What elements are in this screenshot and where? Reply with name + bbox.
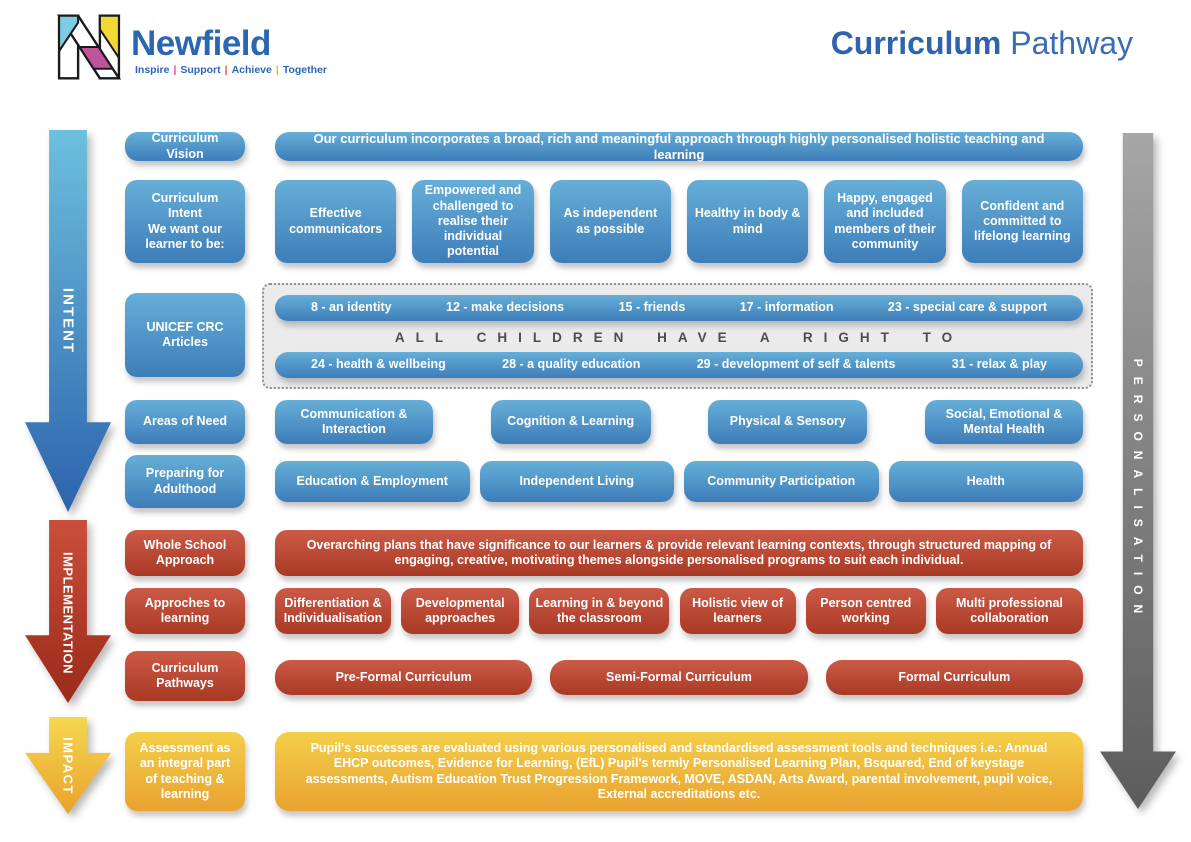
impact-arrow: IMPACT	[25, 717, 111, 814]
approach-box: Person centred working	[805, 588, 926, 634]
intent-box: Empowered and challenged to realise thei…	[412, 180, 534, 263]
unicef-article: 17 - information	[739, 300, 834, 315]
brand-tagline: Inspire|Support|Achieve|Together	[133, 64, 329, 76]
personalisation-arrow: PERSONALISATION	[1100, 133, 1176, 809]
unicef-article: 29 - development of self & talents	[696, 357, 896, 372]
adulthood-box: Education & Employment	[275, 461, 470, 502]
curriculum-vision-statement: Our curriculum incorporates a broad, ric…	[275, 131, 1083, 162]
tagline-separator: |	[224, 64, 228, 76]
tagline-separator: |	[275, 64, 279, 76]
page-title: Curriculum Pathway	[831, 25, 1133, 62]
implementation-arrow: IMPLEMENTATION	[25, 520, 111, 703]
label-curriculum-vision: Curriculum Vision	[125, 131, 245, 161]
pathway-box: Formal Curriculum	[825, 660, 1083, 695]
pathways-boxes-row: Pre-Formal Curriculum Semi-Formal Curric…	[275, 660, 1083, 695]
pathway-box: Pre-Formal Curriculum	[275, 660, 533, 695]
adulthood-boxes-row: Education & Employment Independent Livin…	[275, 461, 1083, 502]
whole-school-approach-statement: Overarching plans that have significance…	[275, 530, 1083, 576]
unicef-article: 31 - relax & play	[951, 357, 1047, 372]
assessment-statement: Pupil's successes are evaluated using va…	[275, 732, 1083, 811]
approach-box: Developmental approaches	[401, 588, 520, 634]
page-title-regular: Pathway	[1010, 25, 1133, 61]
approach-box: Differentiation & Individualisation	[275, 588, 391, 634]
label-curriculum-intent: Curriculum Intent We want our learner to…	[125, 180, 245, 263]
approaches-boxes-row: Differentiation & Individualisation Deve…	[275, 588, 1083, 634]
label-unicef-crc-articles: UNICEF CRC Articles	[125, 293, 245, 377]
brand-name: Newfield	[131, 24, 271, 63]
intent-arrow: INTENT	[25, 130, 111, 512]
adulthood-box: Community Participation	[684, 461, 879, 502]
newfield-logo-icon	[56, 14, 122, 80]
tagline-word: Together	[282, 64, 327, 76]
approach-box: Holistic view of learners	[679, 588, 796, 634]
unicef-middle-statement: ALL CHILDREN HAVE A RIGHT TO	[394, 329, 964, 345]
unicef-article: 28 - a quality education	[502, 357, 641, 372]
intent-box: As independent as possible	[549, 180, 671, 263]
tagline-word: Achieve	[231, 64, 272, 76]
intent-box: Happy, engaged and included members of t…	[824, 180, 946, 263]
personalisation-arrow-label: PERSONALISATION	[1131, 359, 1145, 624]
unicef-article: 8 - an identity	[311, 300, 392, 315]
impact-arrow-label: IMPACT	[60, 736, 76, 795]
area-box: Social, Emotional & Mental Health	[924, 400, 1083, 444]
approach-box: Multi professional collaboration	[935, 588, 1083, 634]
intent-box: Healthy in body & mind	[686, 180, 809, 263]
label-curriculum-pathways: Curriculum Pathways	[125, 651, 245, 701]
adulthood-box: Independent Living	[479, 461, 674, 502]
areas-boxes-row: Communication & Interaction Cognition & …	[275, 400, 1083, 444]
intent-box: Confident and committed to lifelong lear…	[961, 180, 1083, 263]
area-box: Cognition & Learning	[490, 400, 651, 444]
tagline-separator: |	[173, 64, 177, 76]
unicef-article: 15 - friends	[618, 300, 686, 315]
label-areas-of-need: Areas of Need	[125, 400, 245, 444]
intent-arrow-label: INTENT	[59, 287, 77, 355]
area-box: Physical & Sensory	[708, 400, 868, 444]
area-box: Communication & Interaction	[275, 400, 433, 444]
pathway-box: Semi-Formal Curriculum	[550, 660, 808, 695]
label-whole-school-approach: Whole School Approach	[125, 530, 245, 576]
label-preparing-for-adulthood: Preparing for Adulthood	[125, 455, 245, 508]
unicef-article: 12 - make decisions	[446, 300, 565, 315]
label-approaches-to-learning: Approches to learning	[125, 588, 245, 634]
unicef-articles-bottom-bar: 24 - health & wellbeing 28 - a quality e…	[275, 352, 1083, 378]
label-assessment: Assessment as an integral part of teachi…	[125, 732, 245, 811]
intent-boxes-row: Effective communicators Empowered and ch…	[275, 180, 1083, 263]
tagline-word: Support	[180, 64, 221, 76]
unicef-articles-top-bar: 8 - an identity 12 - make decisions 15 -…	[275, 295, 1083, 321]
page-title-bold: Curriculum	[830, 25, 1002, 61]
unicef-article: 23 - special care & support	[887, 300, 1047, 315]
tagline-word: Inspire	[135, 64, 170, 76]
approach-box: Learning in & beyond the classroom	[529, 588, 670, 634]
intent-box: Effective communicators	[275, 180, 397, 263]
unicef-article: 24 - health & wellbeing	[311, 357, 446, 372]
implementation-arrow-label: IMPLEMENTATION	[60, 552, 76, 675]
adulthood-box: Health	[888, 461, 1083, 502]
